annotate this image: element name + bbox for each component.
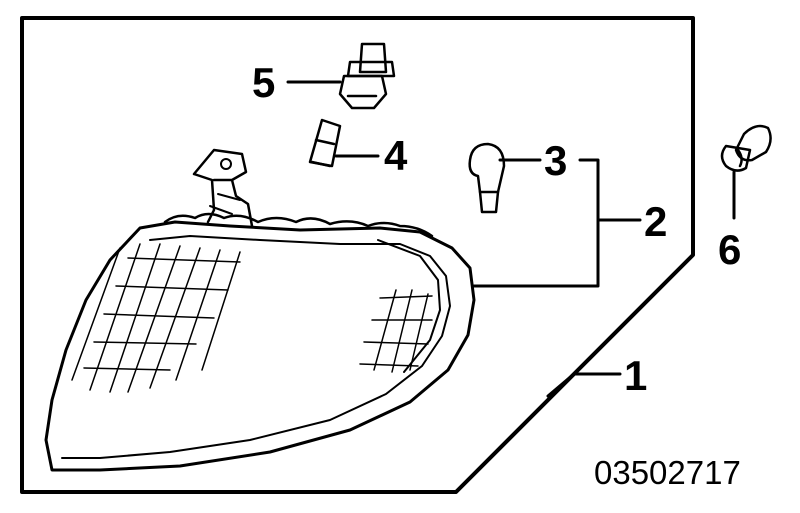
part-number: 03502717 <box>594 454 741 491</box>
assembly-frame <box>20 16 695 494</box>
bulb-part-4 <box>308 118 342 168</box>
callout-4: 4 <box>384 132 408 179</box>
corner-lamp-housing <box>44 148 476 472</box>
socket-part-3 <box>468 142 506 214</box>
clip-part-6 <box>720 124 772 172</box>
callout-6: 6 <box>718 226 741 273</box>
callout-5: 5 <box>252 59 275 106</box>
leader-lines <box>286 80 736 398</box>
callout-2: 2 <box>644 198 667 245</box>
callout-1: 1 <box>624 352 647 399</box>
callout-3: 3 <box>544 137 567 184</box>
bulb-part-5 <box>338 42 396 110</box>
